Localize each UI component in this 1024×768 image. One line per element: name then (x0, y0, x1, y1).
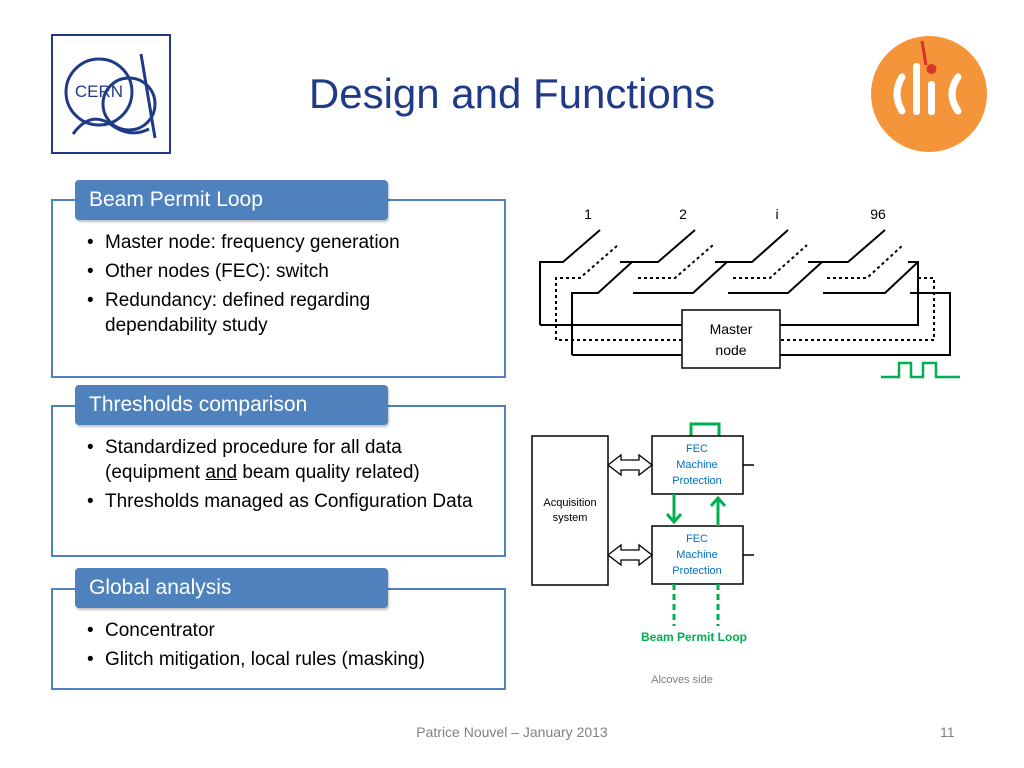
bullet-item: Master node: frequency generation (87, 230, 487, 255)
footer-author: Patrice Nouvel – January 2013 (416, 724, 608, 740)
alcoves-side-caption: Alcoves side (651, 674, 713, 686)
bullet-item: Other nodes (FEC): switch (87, 259, 487, 284)
bullet-list-thresholds-comparison: Standardized procedure for all data (equ… (87, 435, 487, 518)
bullet-item: Redundancy: defined regarding dependabil… (87, 288, 487, 338)
slide-number: 11 (940, 724, 955, 740)
green-arrows (665, 494, 727, 526)
acquisition-diagram: Acquisition system FEC Machine Protectio… (531, 422, 754, 686)
fec-bottom-label: Protection (672, 565, 722, 577)
dashed-loop-lines (555, 244, 935, 341)
underlined-word: and (205, 462, 238, 483)
acquisition-system-label: Acquisition (543, 497, 596, 509)
section-heading-thresholds-comparison: Thresholds comparison (75, 385, 388, 425)
fec-top-label: Machine (676, 459, 718, 471)
fec-bottom-label: FEC (686, 533, 708, 545)
section-heading-beam-permit-loop: Beam Permit Loop (75, 180, 388, 220)
beam-permit-loop-diagram: 1 2 i 96 Master node (539, 206, 960, 379)
frequency-signal-waveform (881, 361, 960, 379)
master-node-label: node (715, 342, 746, 358)
bullet-item: Glitch mitigation, local rules (masking) (87, 647, 487, 672)
slide-title: Design and Functions (308, 70, 716, 117)
loop-dashed-lines (672, 584, 720, 626)
bullet-item: Concentrator (87, 618, 487, 643)
node-label-i: i (775, 206, 778, 222)
fec-top-label: FEC (686, 443, 708, 455)
beam-permit-loop-label: Beam Permit Loop (641, 630, 747, 644)
fec-top-label: Protection (672, 475, 722, 487)
double-arrow-icon (606, 453, 654, 567)
acquisition-system-box (531, 435, 609, 586)
node-label-2: 2 (679, 206, 687, 222)
node-label-1: 1 (584, 206, 592, 222)
bullet-list-beam-permit-loop: Master node: frequency generation Other … (87, 230, 487, 342)
fec-top-box (651, 435, 744, 495)
fec-bottom-box (651, 525, 744, 585)
bullet-list-global-analysis: Concentrator Glitch mitigation, local ru… (87, 618, 487, 676)
cern-logo-text: CERN (75, 82, 123, 101)
clic-logo (871, 36, 987, 152)
node-label-96: 96 (870, 206, 886, 222)
master-node-box (681, 309, 781, 369)
master-node-label: Master (710, 321, 753, 337)
cern-logo: CERN (51, 34, 171, 154)
acquisition-system-label: system (553, 512, 588, 524)
section-heading-global-analysis: Global analysis (75, 568, 388, 608)
bullet-item: Thresholds managed as Configuration Data (87, 489, 487, 514)
loop-top-connector (689, 422, 721, 436)
bullet-item: Standardized procedure for all data (equ… (87, 435, 487, 485)
fec-bottom-label: Machine (676, 549, 718, 561)
